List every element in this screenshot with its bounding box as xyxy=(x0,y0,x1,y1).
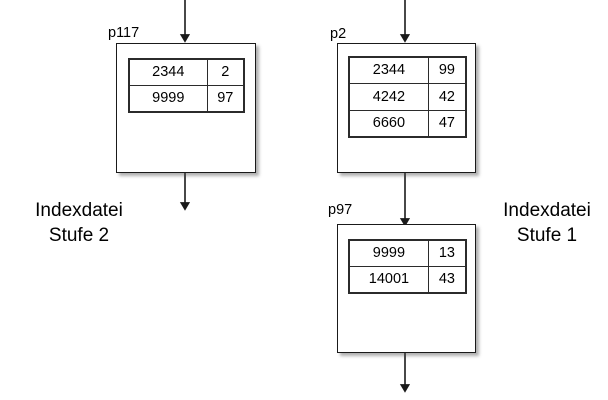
cell-pointer: 47 xyxy=(427,109,467,138)
cell-key: 9999 xyxy=(349,240,429,267)
cell-pointer: 13 xyxy=(427,240,467,267)
caption-left-indexdatei-stufe-2: Indexdatei Stufe 2 xyxy=(12,198,146,248)
caption-right-line2: Stufe 1 xyxy=(516,225,578,247)
cell-key: 4242 xyxy=(349,83,429,111)
block-label-p2: p2 xyxy=(330,26,347,42)
cell-pointer: 43 xyxy=(427,266,467,293)
block-label-p97: p97 xyxy=(328,202,353,218)
index-table-p97: 9999 13 14001 43 xyxy=(348,239,467,294)
index-table-p117: 2344 2 9999 97 xyxy=(128,58,245,113)
page-block-p2[interactable]: 2344 99 4242 42 6660 47 xyxy=(337,43,476,173)
cell-pointer: 2 xyxy=(206,59,245,86)
table-row: 2344 99 xyxy=(349,56,467,85)
caption-left-line2: Stufe 2 xyxy=(48,225,110,247)
table-row: 9999 97 xyxy=(129,85,245,112)
cell-pointer: 99 xyxy=(427,56,467,85)
cell-pointer: 97 xyxy=(206,85,245,112)
caption-left-line1: Indexdatei xyxy=(35,200,123,221)
block-label-p117: p117 xyxy=(108,25,140,41)
cell-pointer: 42 xyxy=(427,83,467,111)
cell-key: 6660 xyxy=(349,109,429,138)
caption-right-line1: Indexdatei xyxy=(503,200,591,221)
page-block-p97[interactable]: 9999 13 14001 43 xyxy=(337,224,476,353)
cell-key: 14001 xyxy=(349,266,429,293)
caption-right-indexdatei-stufe-1: Indexdatei Stufe 1 xyxy=(488,198,606,248)
table-row: 9999 13 xyxy=(349,240,467,267)
index-table-p2: 2344 99 4242 42 6660 47 xyxy=(348,56,467,138)
page-block-p117[interactable]: 2344 2 9999 97 xyxy=(116,43,256,173)
cell-key: 9999 xyxy=(129,85,208,112)
cell-key: 2344 xyxy=(129,59,208,86)
table-row: 2344 2 xyxy=(129,59,245,86)
table-row: 14001 43 xyxy=(349,266,467,293)
cell-key: 2344 xyxy=(349,56,429,85)
table-row: 6660 47 xyxy=(349,109,467,138)
table-row: 4242 42 xyxy=(349,83,467,111)
